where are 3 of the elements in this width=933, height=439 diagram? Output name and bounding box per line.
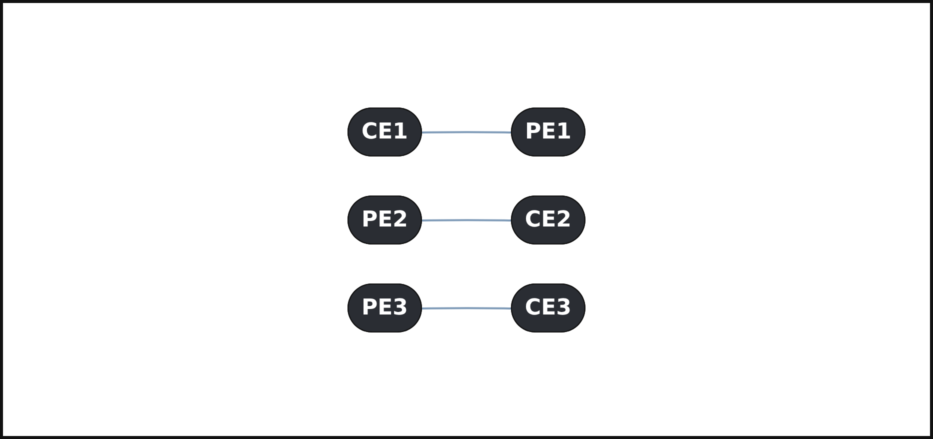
- connector: [422, 130, 512, 133]
- connector: [422, 218, 512, 221]
- connector: [422, 306, 512, 309]
